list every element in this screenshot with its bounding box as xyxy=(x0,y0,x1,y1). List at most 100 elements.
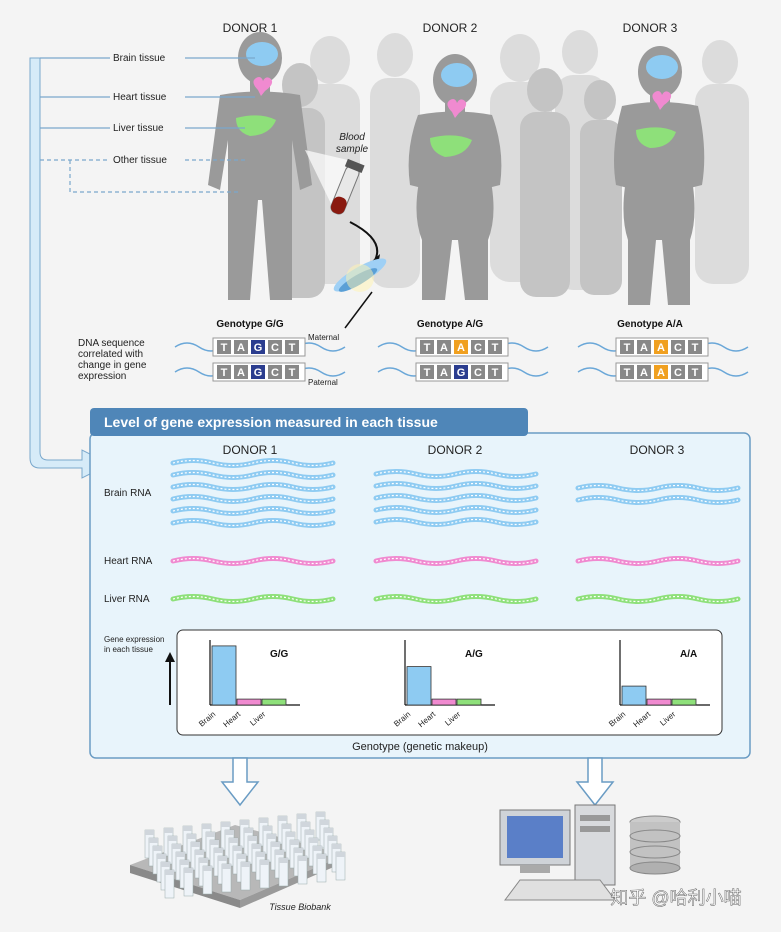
computer-database-icon xyxy=(499,804,681,901)
brain-rna-label: Brain RNA xyxy=(104,488,152,499)
brain-rna-strand-texture xyxy=(375,518,537,526)
base-letter: A xyxy=(440,342,448,354)
tube-cap xyxy=(180,860,189,865)
brain-rna-strand-texture xyxy=(172,483,334,491)
base-cell xyxy=(488,365,502,379)
tube-cap xyxy=(206,832,215,837)
liver-rna-label: Liver RNA xyxy=(104,594,150,605)
tube-cap xyxy=(256,852,265,857)
tube-cap xyxy=(165,870,174,875)
tube-cap xyxy=(202,824,211,829)
tissue-biobank-icon xyxy=(130,811,346,908)
base-letter: G xyxy=(457,367,466,379)
bar-brain xyxy=(211,645,237,706)
biobank-label: Tissue Biobank xyxy=(269,902,331,912)
tube-cap xyxy=(278,816,287,821)
x-caption: Genotype (genetic makeup) xyxy=(352,741,488,753)
liver-icon xyxy=(236,115,276,136)
base-cell xyxy=(454,340,468,354)
donor-title-1: DONOR 1 xyxy=(223,21,278,35)
bar-liver xyxy=(261,698,287,706)
base-cell xyxy=(654,340,668,354)
base-cell xyxy=(637,365,651,379)
base-letter: C xyxy=(474,367,482,379)
organs-donor-3 xyxy=(636,55,678,148)
tube-cap xyxy=(172,844,181,849)
panel-donor-2: DONOR 2 xyxy=(428,443,483,457)
brain-icon xyxy=(441,63,473,87)
tube-cap xyxy=(157,854,166,859)
tube-cap xyxy=(225,830,234,835)
base-cell xyxy=(268,340,282,354)
base-letter: C xyxy=(271,367,279,379)
chart-title: G/G xyxy=(270,649,289,660)
tube-cap xyxy=(164,828,173,833)
dna-note-4: expression xyxy=(78,371,126,382)
dna-to-genotype-arrow xyxy=(344,291,373,329)
base-letter: A xyxy=(440,367,448,379)
blood-sample-label-1: Blood xyxy=(339,132,365,143)
heart-icon xyxy=(652,91,672,110)
tube-cap xyxy=(297,814,306,819)
base-letter: T xyxy=(289,342,296,354)
base-cell xyxy=(671,365,685,379)
base-cell xyxy=(454,365,468,379)
base-letter: C xyxy=(674,342,682,354)
base-letter: A xyxy=(237,367,245,379)
bar-heart xyxy=(646,698,672,706)
heart-icon xyxy=(253,77,273,96)
base-cell xyxy=(251,340,265,354)
genotype-label-3: Genotype A/A xyxy=(617,319,683,330)
base-letter: T xyxy=(624,342,631,354)
base-letter: T xyxy=(492,342,499,354)
dna-note-2: correlated with xyxy=(78,349,143,360)
base-cell xyxy=(688,365,702,379)
donor-figure-2 xyxy=(408,54,502,300)
liver-tissue-label: Liver tissue xyxy=(113,123,164,134)
down-arrow-left xyxy=(220,757,260,807)
tube-cap xyxy=(317,854,326,859)
tube-cap xyxy=(279,858,288,863)
base-cell xyxy=(217,340,231,354)
tube-cap xyxy=(298,856,307,861)
tube-cap xyxy=(290,840,299,845)
brain-rna-strand-texture xyxy=(375,494,537,502)
brain-rna-strand-texture xyxy=(172,519,334,527)
donor-title-3: DONOR 3 xyxy=(623,21,678,35)
brain-tissue-label: Brain tissue xyxy=(113,53,166,64)
tube-cap xyxy=(301,822,310,827)
liver-icon xyxy=(430,135,472,157)
tube-cap xyxy=(214,848,223,853)
base-letter: T xyxy=(692,342,699,354)
base-letter: T xyxy=(692,367,699,379)
base-letter: T xyxy=(424,367,431,379)
tube-cap xyxy=(244,828,253,833)
chart-title: A/G xyxy=(465,649,483,660)
dna-note-3: change in gene xyxy=(78,360,147,371)
up-arrow-icon xyxy=(165,652,175,662)
dna-note-1: DNA sequence xyxy=(78,338,145,349)
brain-icon xyxy=(646,55,678,79)
base-letter: A xyxy=(657,367,665,379)
heart-rna-strand-texture xyxy=(375,557,537,565)
tube-cap xyxy=(241,862,250,867)
tube-cap xyxy=(259,818,268,823)
base-letter: G xyxy=(254,367,263,379)
base-letter: A xyxy=(640,342,648,354)
tube-cap xyxy=(328,836,337,841)
brain-icon xyxy=(246,42,278,66)
base-cell xyxy=(437,365,451,379)
tube-cap xyxy=(286,832,295,837)
tube-cap xyxy=(176,852,185,857)
tube-cap xyxy=(271,842,280,847)
base-letter: A xyxy=(457,342,465,354)
tube-cap xyxy=(263,826,272,831)
tube-cap xyxy=(195,850,204,855)
chart-box xyxy=(176,629,723,736)
base-cell xyxy=(420,365,434,379)
paternal-label: Paternal xyxy=(308,378,338,387)
brain-rna-strand-texture xyxy=(172,471,334,479)
bar-heart xyxy=(236,698,262,706)
